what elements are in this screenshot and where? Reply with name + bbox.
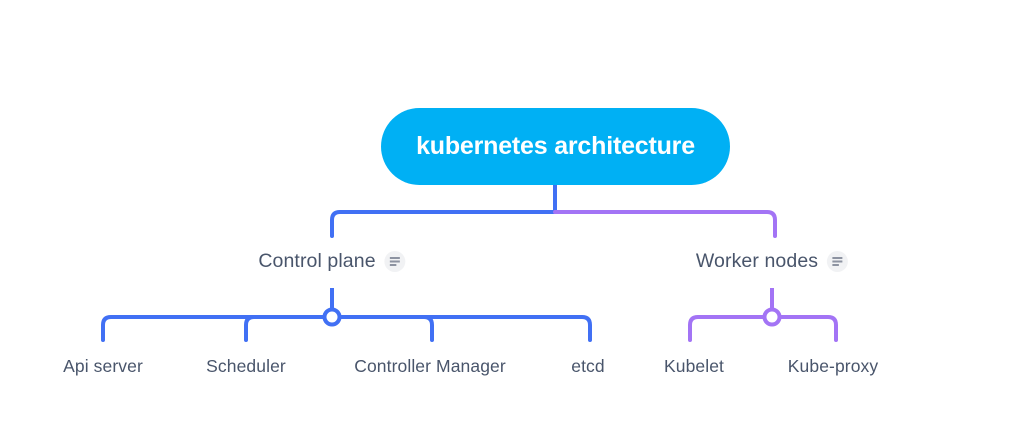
edge-root-to-control-plane [330, 210, 557, 238]
leaf-node-kubelet[interactable]: Kubelet [663, 356, 725, 376]
branch-node-worker-nodes[interactable]: Worker nodes [695, 250, 849, 273]
leaf-node-scheduler[interactable]: Scheduler [206, 356, 286, 376]
edge-root-to-worker-nodes [553, 210, 777, 238]
leaf-node-kube-proxy[interactable]: Kube-proxy [787, 356, 879, 376]
leaf-node-api-server[interactable]: Api server [63, 356, 143, 376]
leaf-node-controller-manager[interactable]: Controller Manager [354, 356, 506, 376]
root-node[interactable]: kubernetes architecture [381, 108, 730, 185]
branch-node-control-plane[interactable]: Control plane [258, 250, 406, 273]
note-icon[interactable] [384, 251, 406, 272]
leaf-node-etcd[interactable]: etcd [571, 356, 605, 376]
junction-handle-control-plane [322, 307, 342, 327]
root-node-label: kubernetes architecture [416, 132, 695, 160]
edge-control-plane-stub-scheduler [244, 315, 256, 342]
edge-worker-nodes-bracket [688, 315, 838, 342]
note-icon[interactable] [827, 251, 849, 272]
branch-node-label: Control plane [258, 250, 376, 272]
branch-node-label: Worker nodes [695, 250, 819, 272]
edge-control-plane-stub-controller-manager [422, 315, 434, 342]
edge-control-plane-bracket [101, 315, 592, 342]
junction-handle-worker-nodes [762, 307, 782, 327]
